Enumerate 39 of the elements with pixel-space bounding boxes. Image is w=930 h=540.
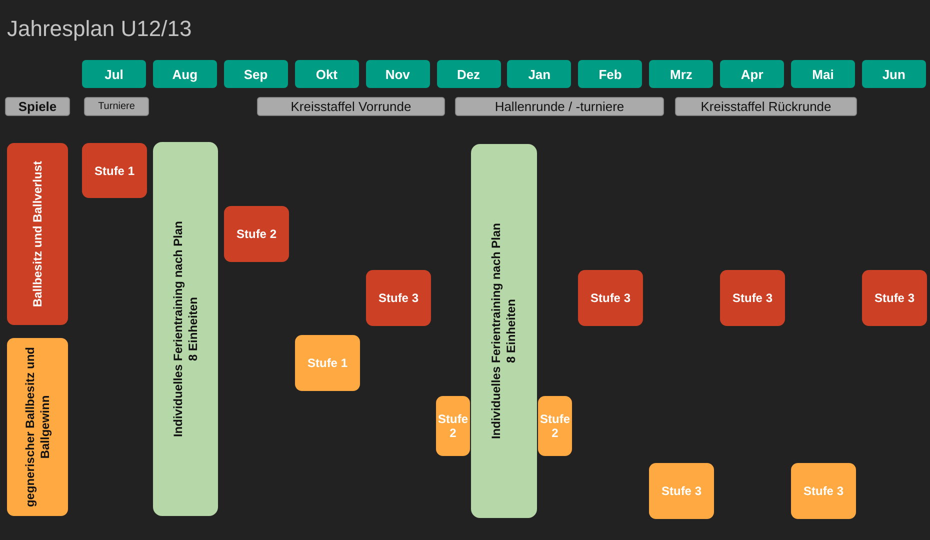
- box-label: gegnerischer Ballbesitz und Ballgewinn: [22, 346, 52, 510]
- month-header: Nov: [366, 60, 430, 88]
- category-box: [7, 143, 68, 325]
- month-header: Feb: [578, 60, 642, 88]
- game-bar: Kreisstaffel Rückrunde: [675, 97, 857, 116]
- game-bar: Turniere: [84, 97, 149, 116]
- month-header: Dez: [436, 60, 500, 88]
- month-header: Okt: [294, 60, 359, 88]
- stage-box: Stufe 2: [538, 396, 572, 456]
- stage-box: Stufe 3: [366, 270, 431, 326]
- box-label: Individuelles Ferientraining nach Plan: [489, 222, 504, 442]
- stage-box: Stufe 3: [578, 270, 643, 326]
- stage-box: Stufe 3: [862, 270, 927, 326]
- stage-box: Stufe 1: [82, 143, 147, 198]
- row-label: Spiele: [5, 97, 70, 116]
- month-header: Aug: [152, 60, 217, 88]
- month-header: Jul: [82, 60, 146, 88]
- stage-box: Stufe 3: [720, 270, 785, 326]
- month-header: Jan: [507, 60, 572, 88]
- month-header: Jun: [862, 60, 926, 88]
- month-header: Sep: [224, 60, 288, 88]
- training-bar: [153, 142, 218, 516]
- box-label: 8 Einheiten: [186, 296, 200, 364]
- month-header: Apr: [720, 60, 784, 88]
- box-label: 8 Einheiten: [504, 298, 519, 366]
- training-bar: [471, 144, 537, 518]
- stage-box: Stufe 2: [436, 396, 470, 456]
- game-bar: Kreisstaffel Vorrunde: [257, 97, 445, 116]
- stage-box: Stufe 3: [649, 463, 714, 519]
- month-header: Mrz: [649, 60, 714, 88]
- category-box: [7, 338, 68, 516]
- diagram-title: Jahresplan U12/13: [7, 16, 192, 42]
- month-header: Mai: [791, 60, 855, 88]
- stage-box: Stufe 1: [295, 335, 360, 391]
- stage-box: Stufe 2: [224, 206, 289, 262]
- game-bar: Hallenrunde / -turniere: [455, 97, 664, 116]
- box-label: Ballbesitz und Ballverlust: [30, 160, 45, 310]
- box-label: Individuelles Ferientraining nach Plan: [170, 220, 186, 440]
- stage-box: Stufe 3: [791, 463, 856, 519]
